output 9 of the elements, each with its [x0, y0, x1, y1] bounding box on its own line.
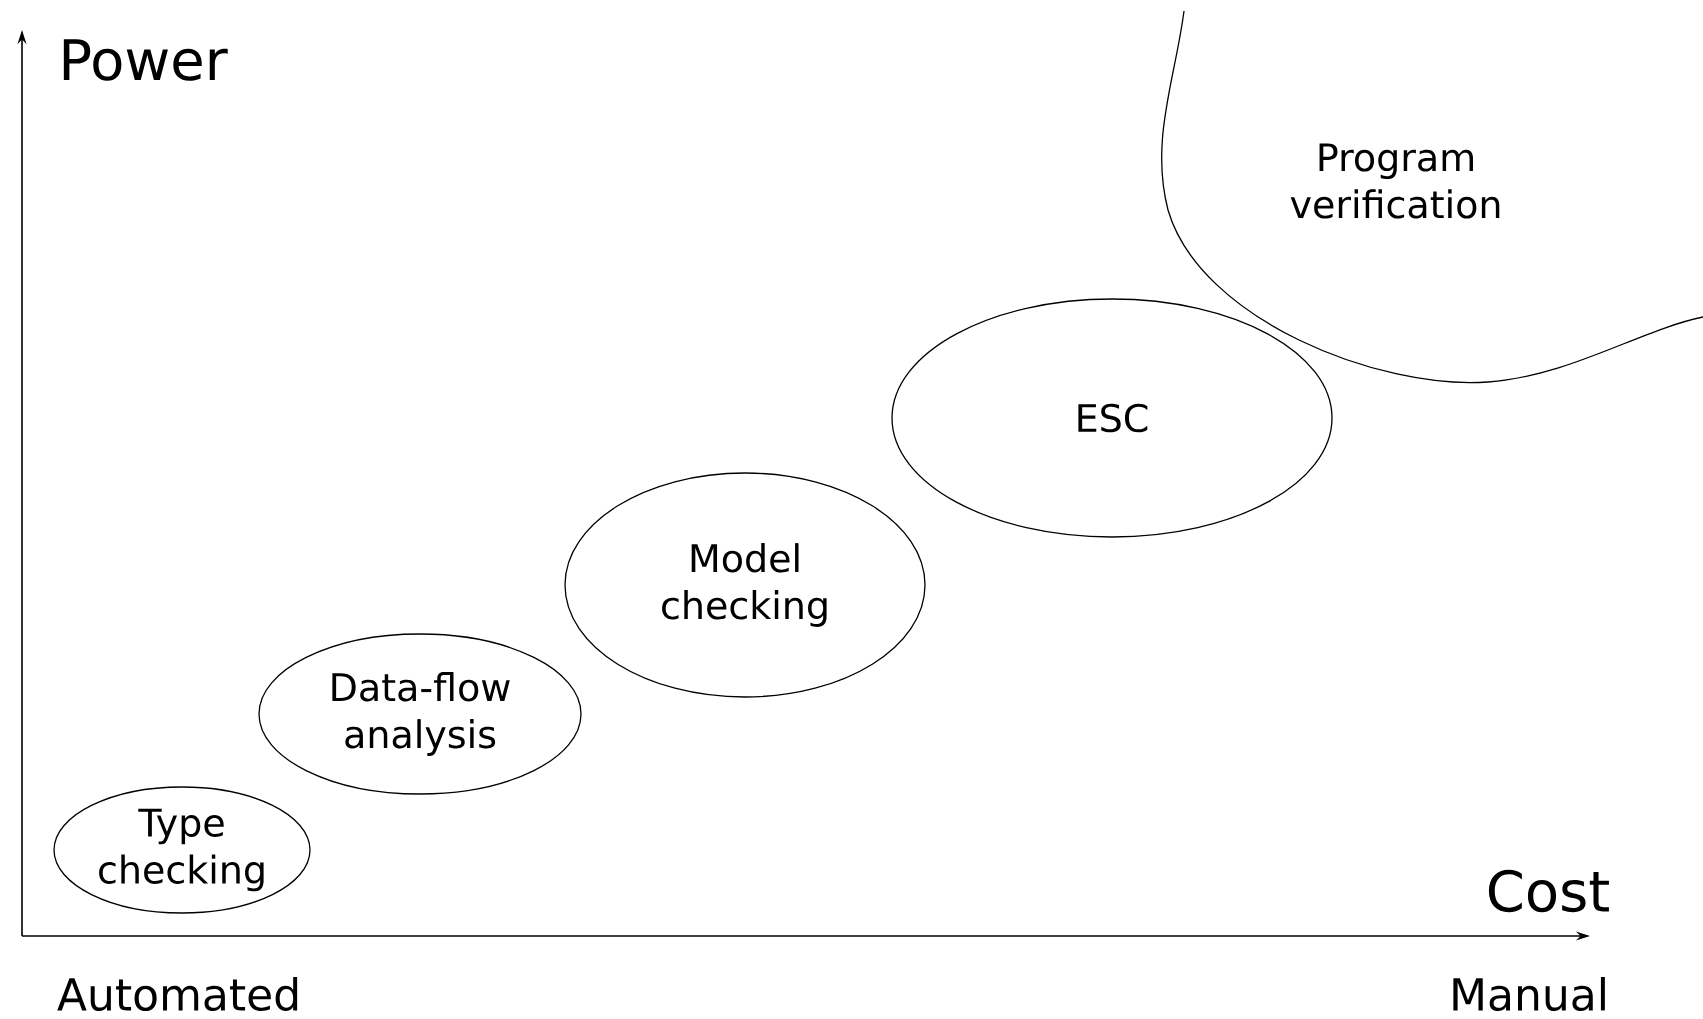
- axis-label: Power: [63, 39, 228, 81]
- ellipse-node: Type checking: [53, 786, 311, 914]
- ellipse-node: Data-flow analysis: [258, 633, 582, 795]
- axis-label: Automated: [57, 977, 298, 1012]
- ellipse-node: Model checking: [564, 472, 926, 698]
- axis-label: Manual: [1453, 977, 1605, 1012]
- curved-region: Program verification: [1161, 10, 1703, 384]
- ellipse-node: ESC: [891, 298, 1333, 538]
- axis-label: Cost: [1488, 869, 1609, 913]
